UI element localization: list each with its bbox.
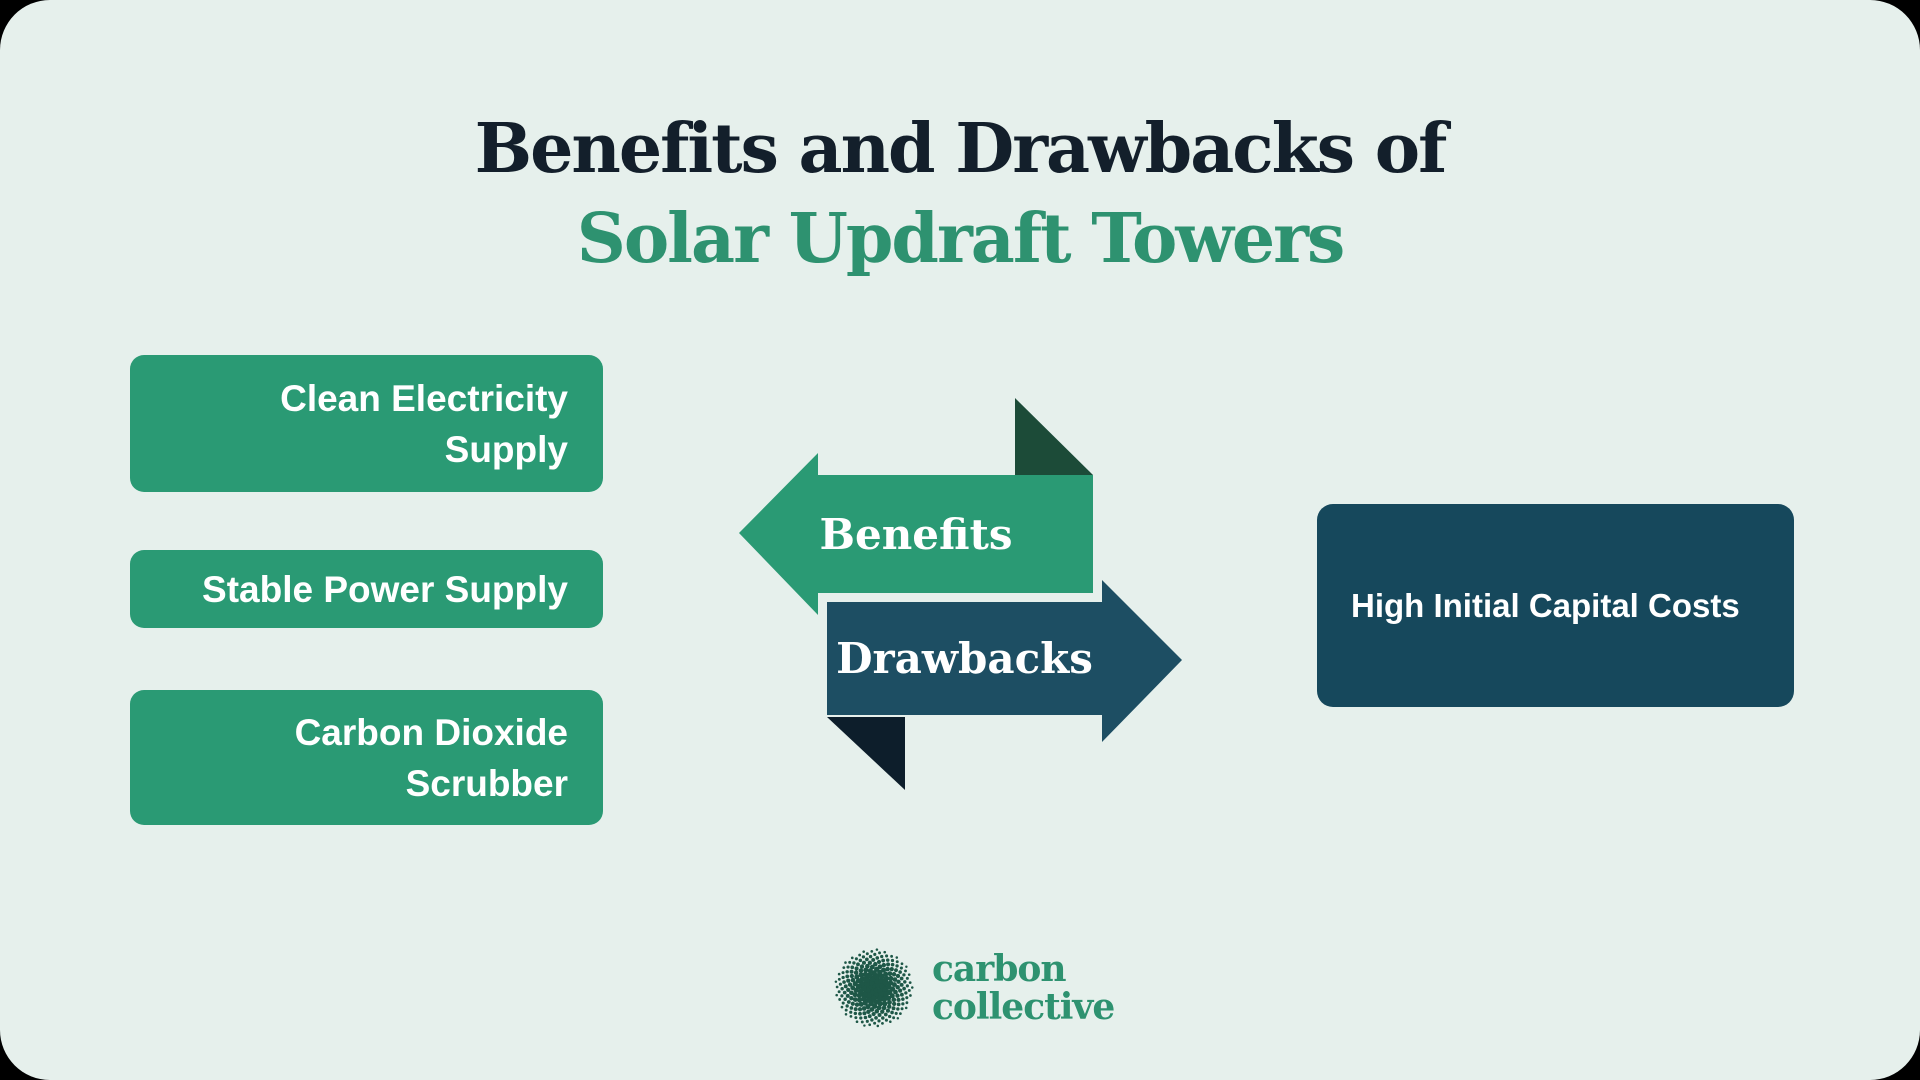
page-title: Benefits and Drawbacks of Solar Updraft … <box>0 104 1920 284</box>
benefit-item-stable-power: Stable Power Supply <box>130 550 603 628</box>
benefit-item-label: Clean Electricity Supply <box>280 377 568 470</box>
title-line-2: Solar Updraft Towers <box>576 199 1346 279</box>
benefit-item-clean-electricity: Clean Electricity Supply <box>130 355 603 492</box>
logo-word-2: collective <box>932 986 1115 1028</box>
brand-logo: carbon collective <box>830 944 1115 1032</box>
benefits-arrow-fold-icon <box>1015 398 1093 475</box>
benefit-item-label: Stable Power Supply <box>202 568 568 610</box>
benefit-item-label: Carbon Dioxide Scrubber <box>294 711 568 804</box>
benefit-item-co2-scrubber: Carbon Dioxide Scrubber <box>130 690 603 825</box>
drawback-item-capital-costs: High Initial Capital Costs <box>1317 504 1794 707</box>
halftone-dot-sphere-icon <box>834 948 914 1028</box>
title-line-1: Benefits and Drawbacks of <box>474 109 1448 189</box>
drawbacks-arrow-fold-icon <box>827 717 905 790</box>
logo-wordmark: carbon collective <box>932 948 1115 1032</box>
logo-word-1: carbon <box>932 948 1067 990</box>
drawbacks-arrow-label: Drawbacks <box>836 634 1093 683</box>
benefits-arrow-label: Benefits <box>819 509 1013 559</box>
drawback-item-label: High Initial Capital Costs <box>1351 586 1740 624</box>
